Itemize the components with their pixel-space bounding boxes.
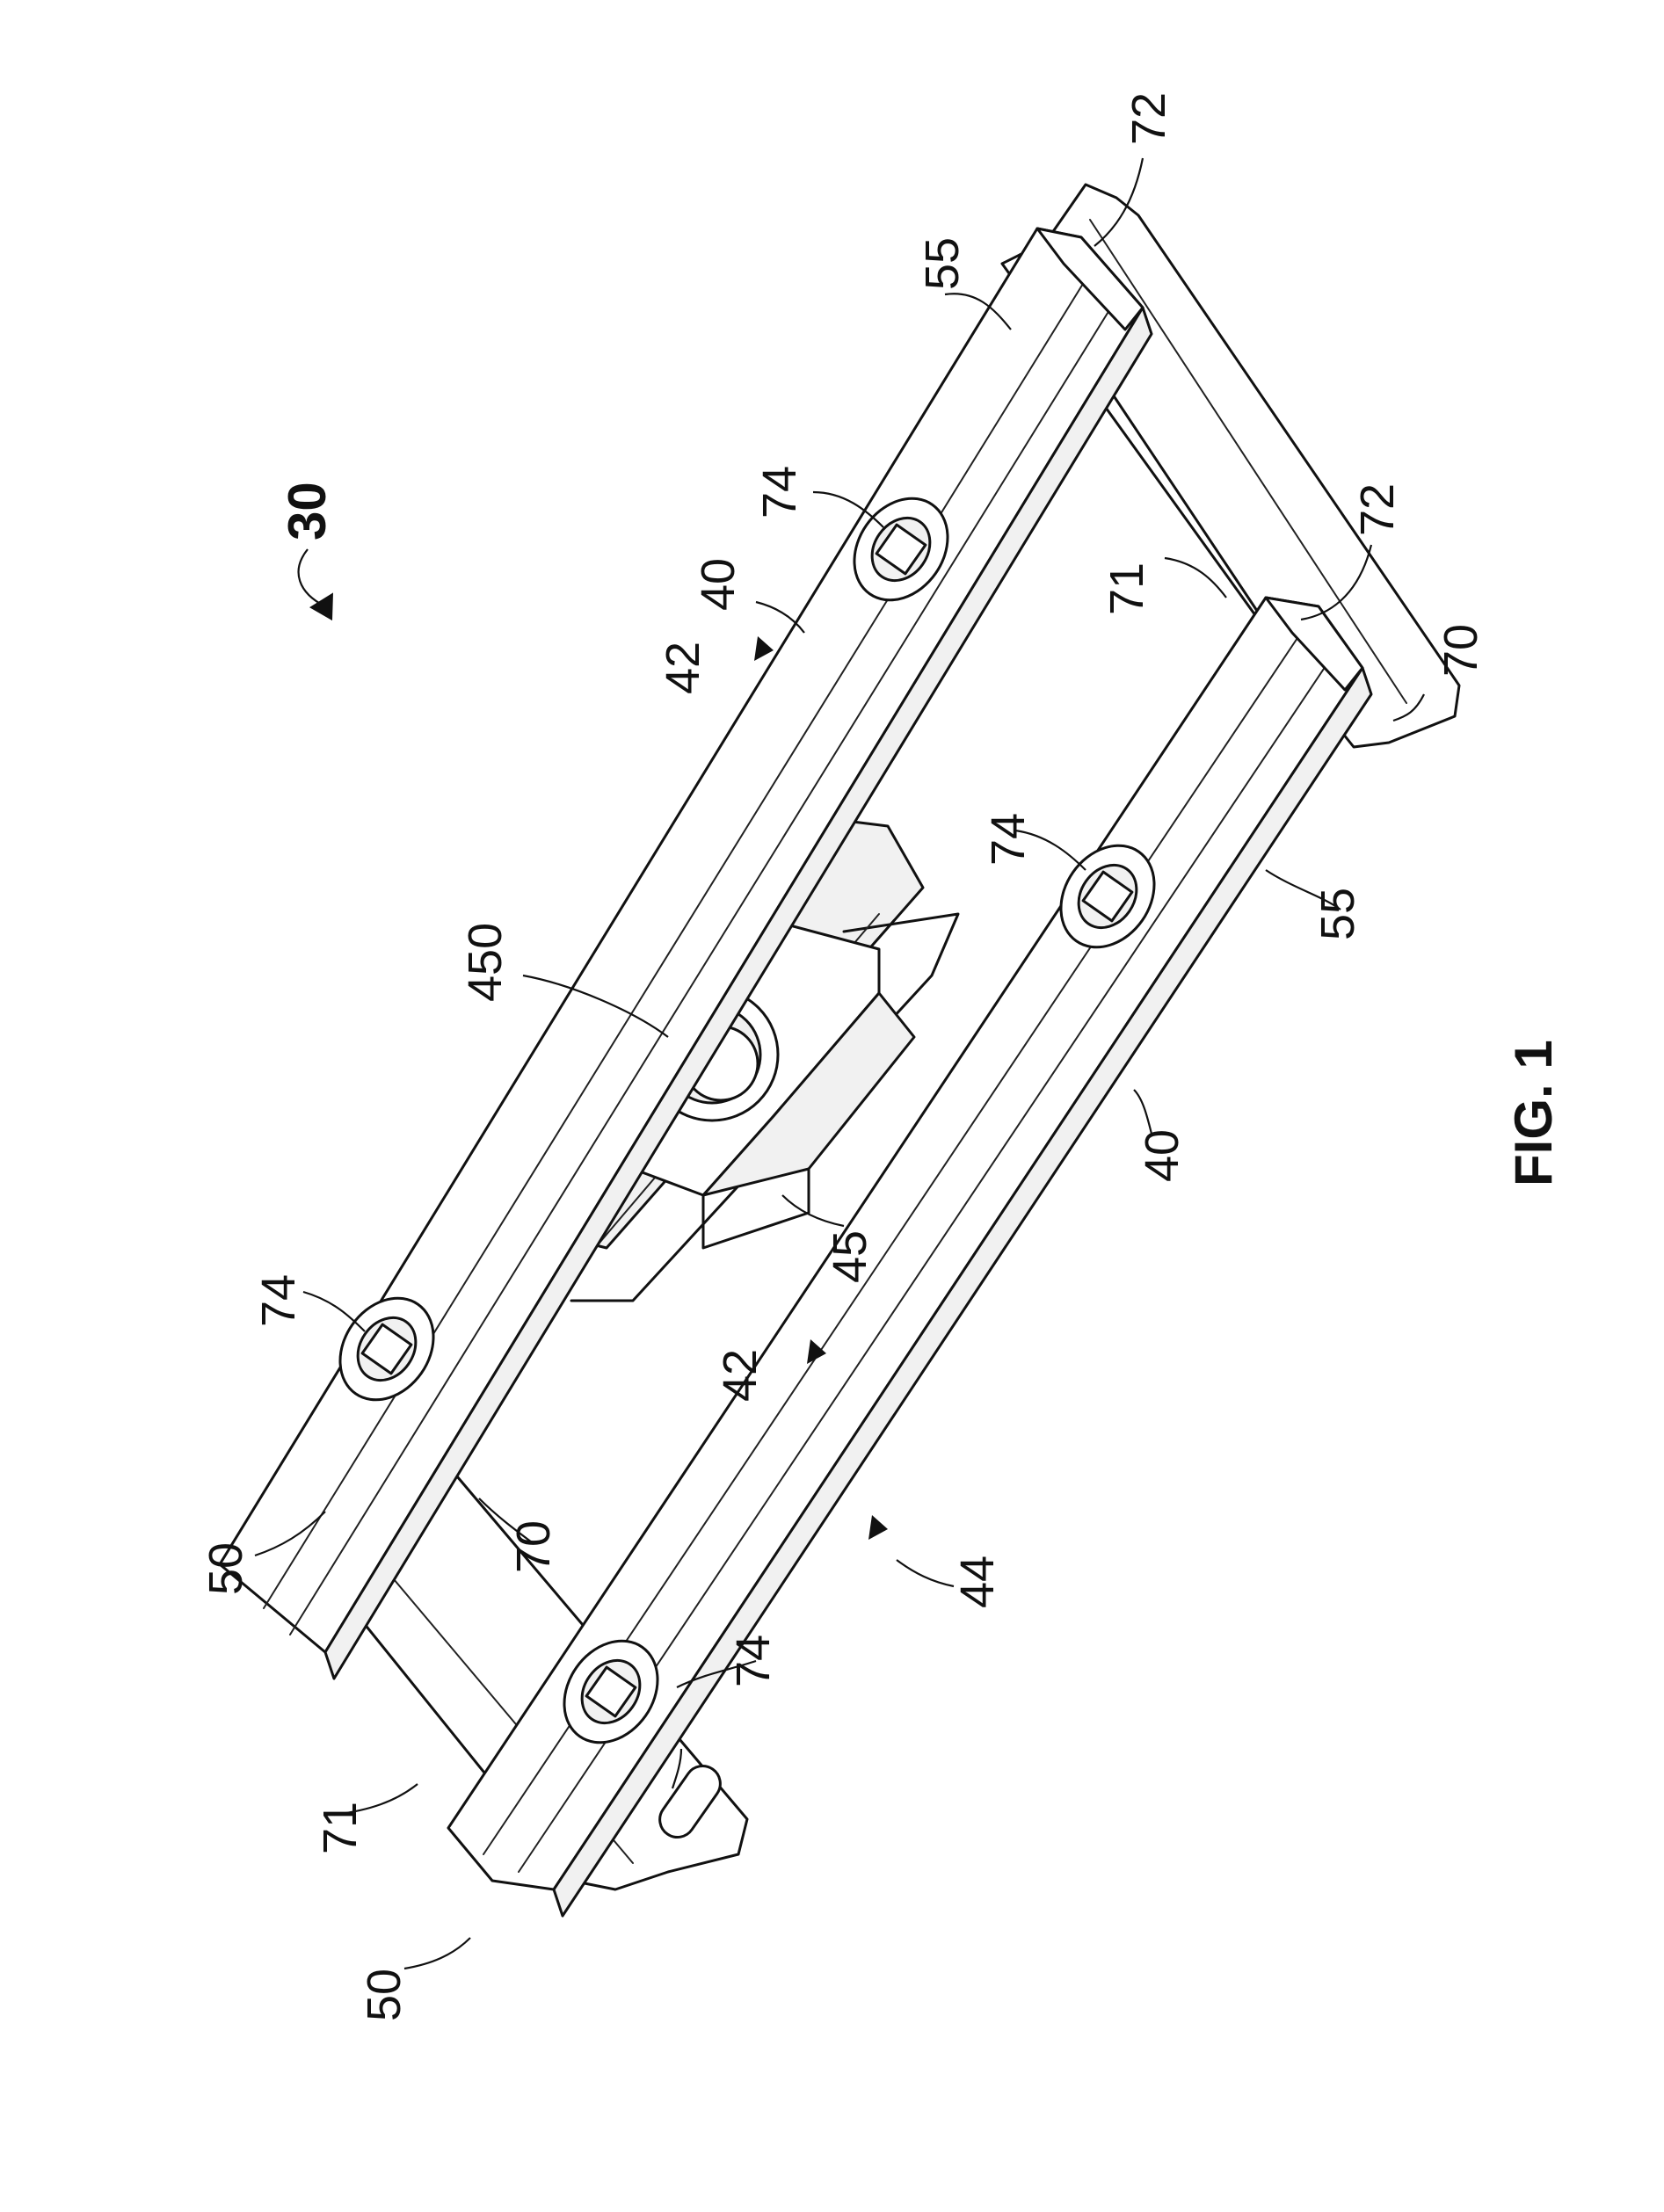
figure-caption: FIG. 1 [1504,1040,1563,1186]
label-55-mid: 55 [1312,888,1364,940]
label-72-mid: 72 [1351,483,1404,536]
arrow-44 [868,1515,888,1540]
label-50-bottom: 50 [358,1969,411,2021]
label-70-left: 70 [507,1520,560,1573]
label-42-upper: 42 [657,642,709,694]
label-40-top: 40 [692,558,745,611]
label-44: 44 [951,1556,1004,1608]
assembly-arrow-30 [299,549,345,620]
rail-upper [220,228,1152,1679]
label-74-left: 74 [252,1274,305,1327]
label-450: 450 [459,923,512,1002]
label-30: 30 [278,482,337,540]
label-74-top-right: 74 [753,466,806,519]
label-40-lower: 40 [1136,1129,1188,1182]
label-70-right: 70 [1435,624,1487,677]
label-50-top: 50 [200,1542,252,1595]
label-45: 45 [824,1230,876,1283]
label-74-bottom: 74 [727,1635,780,1687]
label-71-left: 71 [314,1802,367,1854]
label-74-mid-right: 74 [982,813,1035,866]
label-55-top: 55 [916,237,969,290]
label-71-right: 71 [1101,562,1153,615]
arrow-42-upper [754,636,774,661]
label-42-lower: 42 [714,1349,767,1402]
label-72-top: 72 [1123,92,1175,145]
